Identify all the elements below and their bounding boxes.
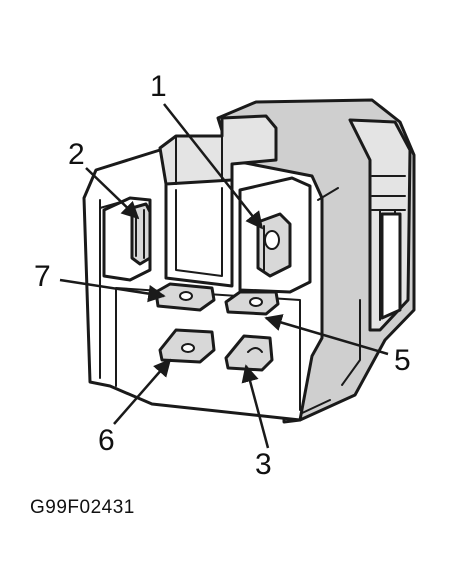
leader-lines — [59, 103, 389, 449]
leader-3 — [241, 364, 270, 449]
leader-5 — [264, 314, 389, 356]
leader-1 — [163, 103, 264, 230]
callout-7: 7 — [34, 260, 51, 293]
figure-id: G99F02431 — [30, 497, 135, 518]
callout-3: 3 — [255, 448, 272, 481]
left-clip — [102, 196, 152, 282]
leader-2 — [85, 167, 140, 220]
terminal-3 — [224, 334, 274, 372]
callout-2: 2 — [68, 138, 85, 171]
callout-6: 6 — [98, 424, 115, 457]
terminal-7 — [154, 282, 216, 312]
right-clip — [238, 176, 312, 294]
terminal-5 — [224, 290, 280, 316]
leader-7 — [59, 278, 166, 303]
center-block — [158, 114, 278, 288]
callout-1: 1 — [150, 70, 167, 103]
leader-6 — [113, 358, 172, 425]
callout-5: 5 — [394, 344, 411, 377]
